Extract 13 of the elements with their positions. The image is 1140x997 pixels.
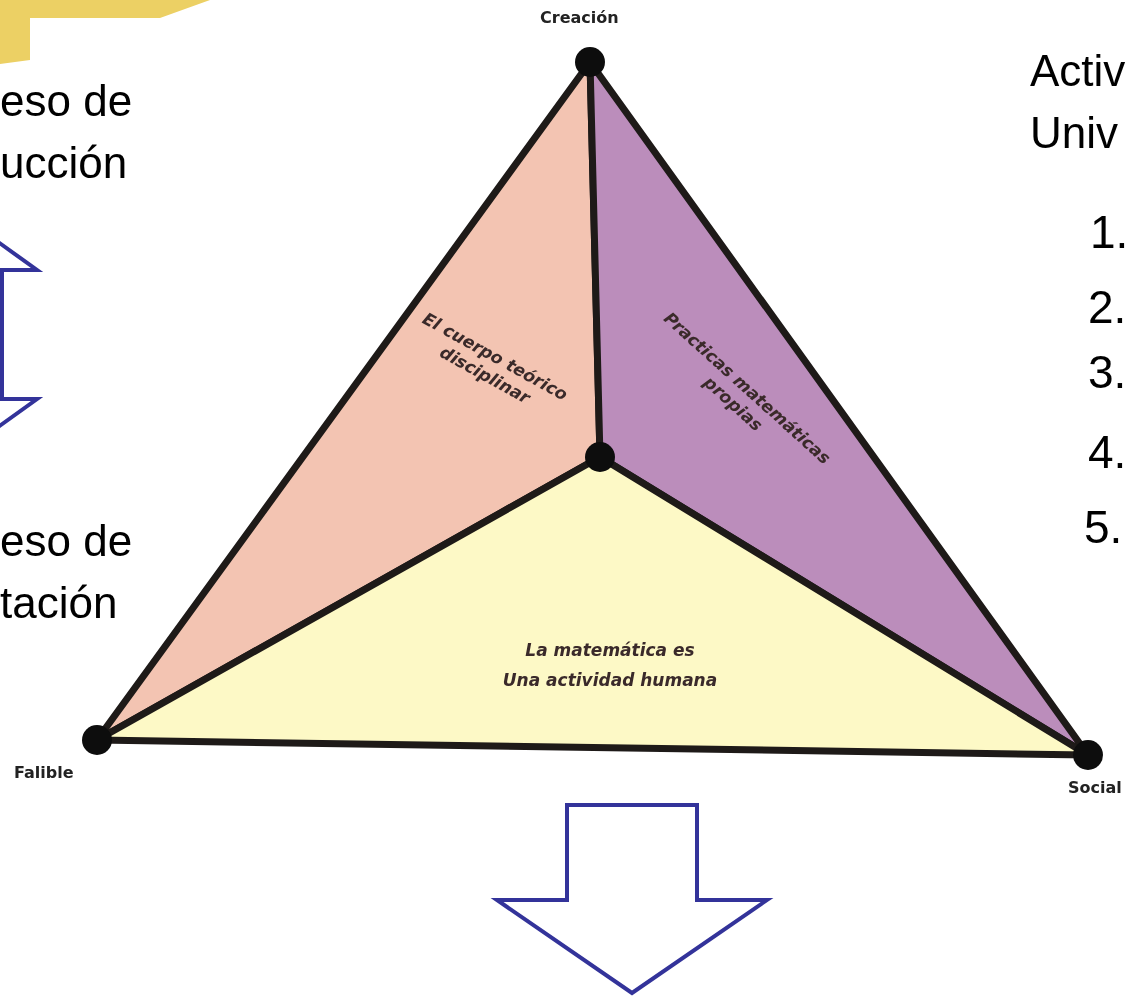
list-number: 2. — [1088, 280, 1127, 334]
vertex-label: Social — [1068, 778, 1122, 797]
list-number: 3. — [1088, 345, 1127, 399]
list-number: 5. — [1084, 500, 1123, 554]
process-text: eso de tación — [0, 515, 134, 629]
list-number: 4. — [1088, 425, 1127, 479]
heading-text: Activ Univ — [1030, 45, 1127, 159]
list-number: 1. — [1090, 205, 1129, 259]
region-label: Una actividad humana — [501, 670, 719, 691]
process-text: eso de ucción — [0, 75, 134, 189]
vertex-label: Falible — [14, 763, 74, 782]
vertex-label: Creación — [540, 8, 619, 27]
region-label: La matemática es — [524, 640, 696, 661]
